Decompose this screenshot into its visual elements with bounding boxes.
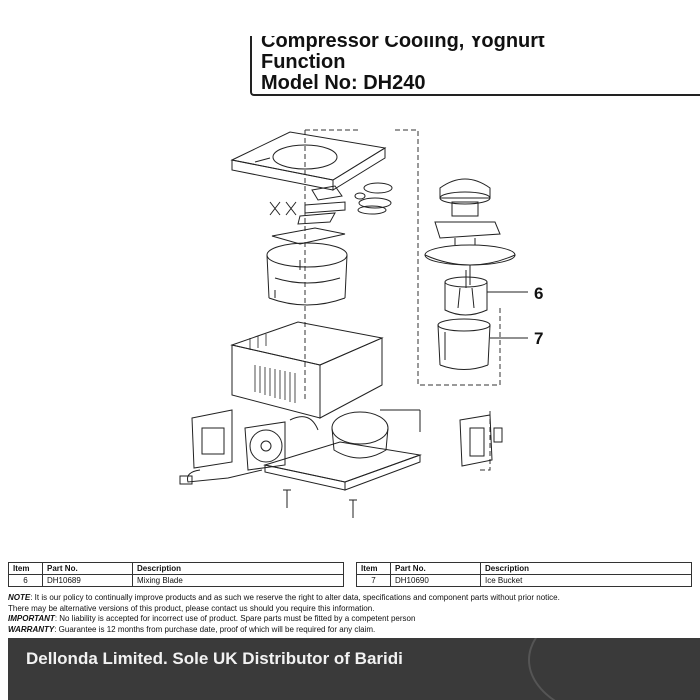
assembly-guide-lines <box>304 129 501 471</box>
important-text: : No liability is accepted for incorrect… <box>54 614 416 623</box>
warranty-text: : Guarantee is 12 months from purchase d… <box>54 624 376 634</box>
parts-table-right: Item Part No. Description 7 DH10690 Ice … <box>356 562 692 587</box>
notes-section: NOTE: It is our policy to continually im… <box>8 593 698 635</box>
title-line-1: Compressor Cooling, Yoghurt <box>261 36 545 52</box>
table-row: 7 DH10690 Ice Bucket <box>356 574 692 587</box>
footer-decoration <box>528 638 700 700</box>
cell-item: 7 <box>356 574 391 587</box>
main-housing <box>230 321 384 419</box>
exploded-parts-diagram: 6 7 <box>179 129 543 518</box>
top-lid <box>230 131 387 191</box>
parts-table-left: Item Part No. Description 6 DH10689 Mixi… <box>8 562 344 587</box>
footer-banner: Dellonda Limited. Sole UK Distributor of… <box>8 638 700 700</box>
transparent-lid <box>424 244 516 285</box>
screws <box>283 489 357 518</box>
warranty-label: WARRANTY <box>8 624 55 634</box>
control-panel <box>459 414 503 467</box>
cell-item: 6 <box>8 574 43 587</box>
table-row: 6 DH10689 Mixing Blade <box>8 574 344 587</box>
cell-description: Mixing Blade <box>132 574 344 587</box>
important-label: IMPORTANT <box>8 614 55 623</box>
callout-6: 6 <box>534 284 543 303</box>
important-line: IMPORTANT: No liability is accepted for … <box>8 614 698 625</box>
table-header-row: Item Part No. Description <box>8 562 344 575</box>
col-description: Description <box>132 562 344 575</box>
gasket-ring <box>271 227 346 245</box>
col-part-no: Part No. <box>42 562 133 575</box>
mixing-blade <box>444 270 488 316</box>
model-number: Model No: DH240 <box>261 72 426 94</box>
note-text: : It is our policy to continually improv… <box>30 593 560 602</box>
cell-part-no: DH10690 <box>390 574 481 587</box>
footer-text: Dellonda Limited. Sole UK Distributor of… <box>26 649 403 668</box>
col-description: Description <box>480 562 692 575</box>
note-line-2: There may be alternative versions of thi… <box>8 603 375 613</box>
note-line: NOTE: It is our policy to continually im… <box>8 593 698 604</box>
cell-part-no: DH10689 <box>42 574 133 587</box>
table-header-row: Item Part No. Description <box>356 562 692 575</box>
title-line-2: Function <box>261 51 346 73</box>
col-part-no: Part No. <box>390 562 481 575</box>
ice-bucket <box>437 318 491 370</box>
callout-7: 7 <box>534 329 543 348</box>
power-cord <box>179 469 263 485</box>
title-box: Compressor Cooling, Yoghurt Function Mod… <box>250 36 700 96</box>
warranty-line: WARRANTY: Guarantee is 12 months from pu… <box>8 625 698 636</box>
compressor <box>331 409 421 459</box>
note-label: NOTE <box>8 593 31 602</box>
motor-cap <box>434 178 501 245</box>
col-item: Item <box>356 562 391 575</box>
fan-grille <box>191 409 319 471</box>
inner-bowl <box>266 242 348 306</box>
cell-description: Ice Bucket <box>480 574 692 587</box>
base-plate <box>263 441 422 491</box>
small-parts-cluster <box>269 182 393 225</box>
col-item: Item <box>8 562 43 575</box>
